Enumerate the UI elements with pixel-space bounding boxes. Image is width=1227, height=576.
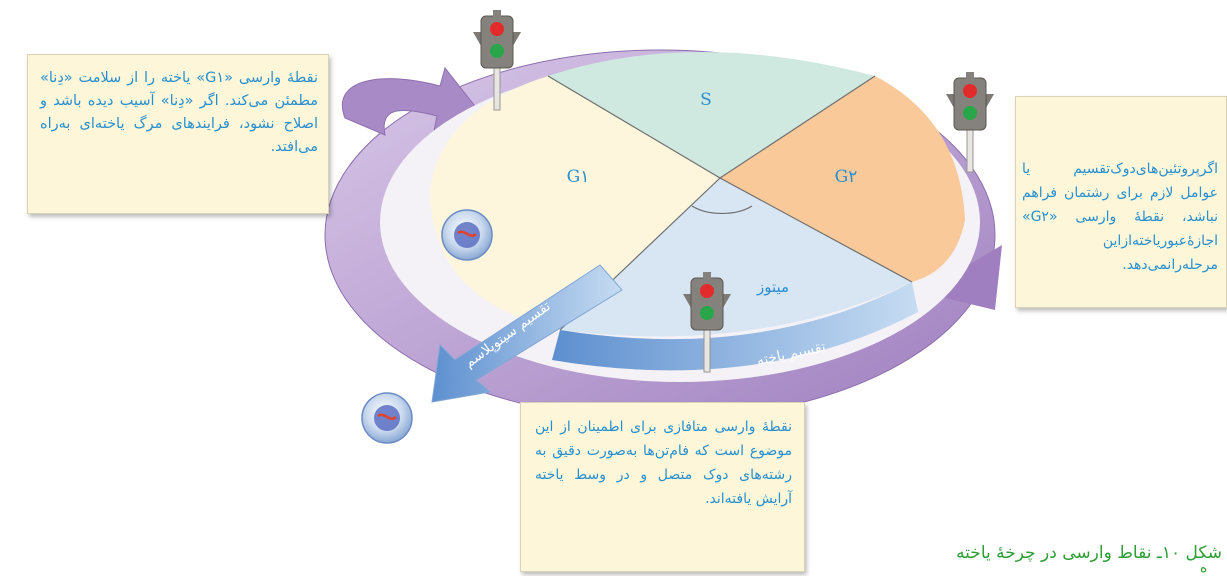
g1-sector [430, 76, 720, 330]
phase-label-g2: G۲ [835, 167, 858, 187]
figure-caption: شکل ۱۰ـ نقاط وارسی در چرخهٔ یاخته [956, 543, 1222, 563]
cell-icon [441, 209, 493, 261]
g1-checkpoint-note: نقطهٔ وارسی «G۱» یاخته را از سلامت «دِنا… [27, 54, 329, 214]
mitosis-sector [560, 178, 912, 337]
cytokinesis-arrow [431, 264, 623, 403]
s-sector [548, 52, 875, 178]
cell-icon [361, 392, 413, 444]
g1-loop-arrow [341, 66, 479, 137]
phase-label-s: S [700, 90, 712, 110]
phase-label-g1: G۱ [567, 167, 590, 187]
g2-checkpoint-note: اگرپروتئین‌های‌دوک‌تقسیم یا عوامل لازم ب… [1015, 96, 1227, 308]
g2-sector [720, 76, 965, 282]
figure-caption-tail: ه [1200, 560, 1208, 576]
phase-label-mitosis: میتوز [756, 278, 789, 296]
metaphase-checkpoint-note: نقطهٔ وارسی متافازی برای اطمینان از این … [520, 402, 805, 572]
cell-division-arrow [552, 282, 918, 371]
